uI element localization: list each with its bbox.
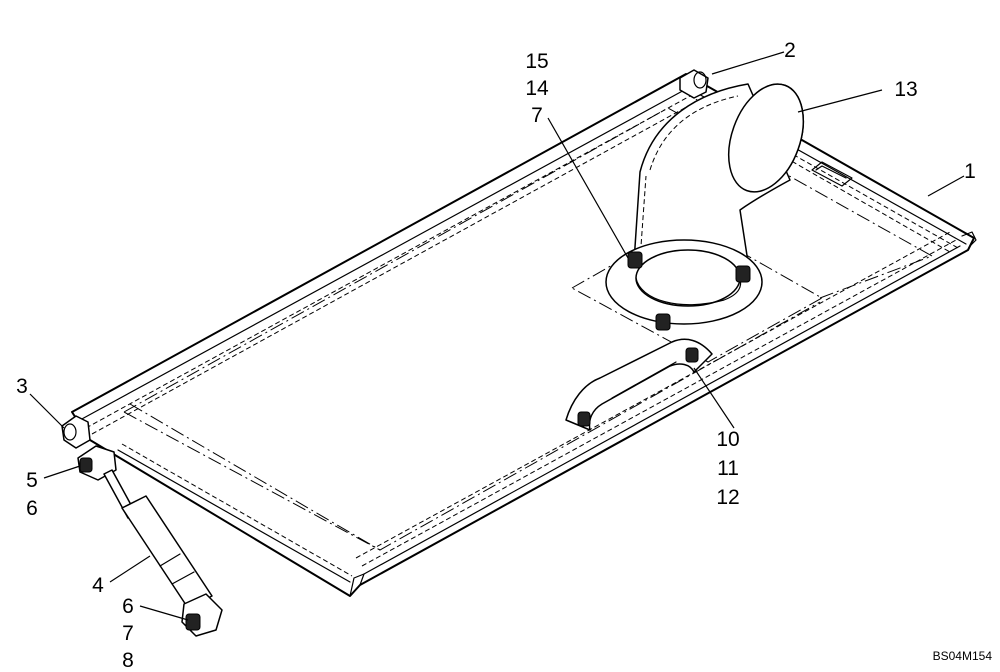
svg-text:11: 11 bbox=[717, 457, 739, 480]
svg-text:8: 8 bbox=[122, 649, 134, 672]
callout-1: 1 bbox=[964, 160, 976, 183]
handle bbox=[565, 338, 713, 431]
callout-4: 4 bbox=[92, 574, 104, 597]
callout-3: 3 bbox=[16, 375, 28, 398]
drawing-reference: BS04M154 bbox=[933, 649, 993, 663]
svg-text:1: 1 bbox=[964, 160, 976, 183]
handle-bolt bbox=[685, 347, 699, 363]
svg-text:7: 7 bbox=[122, 622, 134, 645]
svg-text:2: 2 bbox=[784, 39, 796, 62]
hinge-bracket bbox=[679, 69, 709, 99]
flange-bolt bbox=[735, 265, 751, 283]
cover-panel bbox=[71, 73, 977, 597]
svg-text:5: 5 bbox=[26, 469, 38, 492]
callout-10-11-12: 10 11 12 bbox=[716, 428, 739, 509]
chute-elbow bbox=[605, 83, 805, 331]
callout-13: 13 bbox=[894, 78, 917, 101]
svg-text:12: 12 bbox=[716, 486, 739, 509]
svg-text:14: 14 bbox=[525, 77, 549, 100]
corner-bracket bbox=[61, 415, 91, 449]
flange-bolt bbox=[655, 313, 671, 331]
leader-lines bbox=[29, 51, 965, 621]
flange-bolt bbox=[627, 251, 643, 269]
svg-text:7: 7 bbox=[531, 104, 543, 127]
svg-text:10: 10 bbox=[716, 428, 739, 451]
callout-6-7-8: 6 7 8 bbox=[122, 595, 134, 672]
callout-5-6: 5 6 bbox=[26, 469, 38, 520]
svg-text:6: 6 bbox=[26, 497, 38, 520]
callout-2: 2 bbox=[784, 39, 796, 62]
svg-text:3: 3 bbox=[16, 375, 28, 398]
svg-text:15: 15 bbox=[525, 50, 548, 73]
handle-bolt bbox=[577, 411, 591, 427]
svg-text:6: 6 bbox=[122, 595, 134, 618]
svg-text:4: 4 bbox=[92, 574, 104, 597]
svg-text:13: 13 bbox=[894, 78, 917, 101]
callout-15-14-7: 15 14 7 bbox=[525, 50, 549, 127]
gas-spring bbox=[77, 445, 223, 637]
